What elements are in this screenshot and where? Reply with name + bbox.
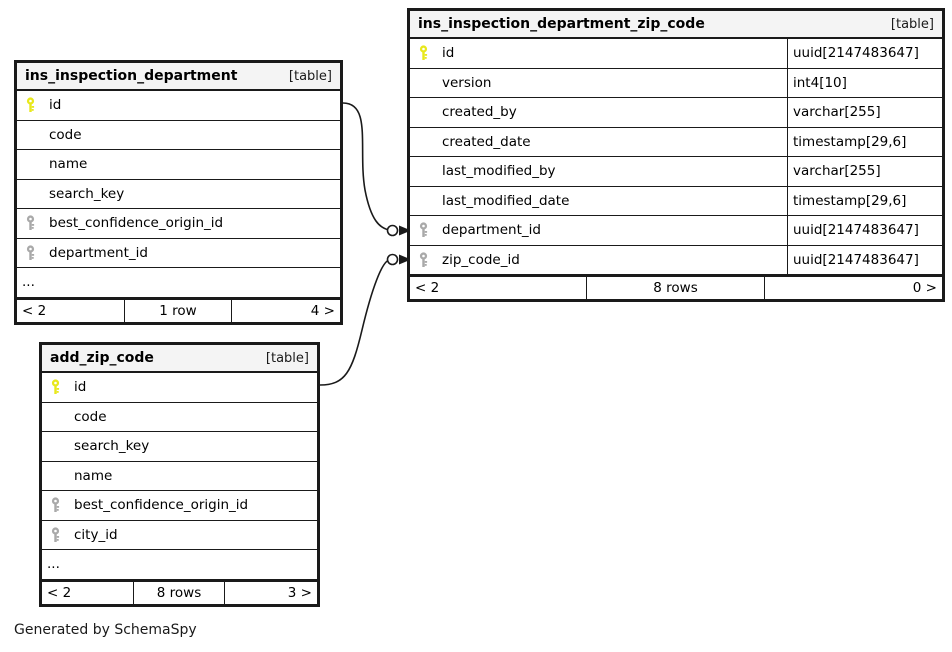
key-icon-primary — [17, 91, 43, 120]
column-name: last_modified_by — [442, 163, 556, 180]
ellipsis-label: ... — [47, 556, 60, 573]
table-title: ins_inspection_department — [25, 68, 238, 84]
table-row[interactable]: last_modified_by varchar[255] — [410, 157, 942, 187]
column-type: varchar[255] — [787, 157, 942, 186]
table-header: ins_inspection_department [table] — [17, 63, 340, 91]
table-row[interactable]: id — [42, 373, 317, 403]
key-icon-foreign — [17, 209, 43, 238]
key-slot-empty — [17, 121, 43, 150]
table-title: ins_inspection_department_zip_code — [418, 16, 705, 32]
key-slot-empty — [42, 432, 68, 461]
column-name: best_confidence_origin_id — [74, 497, 249, 514]
column-name: search_key — [74, 438, 150, 455]
column-name: last_modified_date — [442, 192, 570, 209]
key-icon-foreign — [17, 239, 43, 268]
column-name: best_confidence_origin_id — [49, 215, 224, 232]
column-name: id — [74, 379, 87, 396]
table-row[interactable]: department_id uuid[2147483647] — [410, 216, 942, 246]
column-name: name — [74, 467, 113, 484]
key-slot-empty — [410, 69, 436, 98]
table-row[interactable]: created_date timestamp[29,6] — [410, 127, 942, 157]
table-row[interactable]: last_modified_date timestamp[29,6] — [410, 186, 942, 216]
table-row[interactable]: version int4[10] — [410, 68, 942, 98]
table-row[interactable]: city_id — [42, 521, 317, 550]
key-icon-foreign — [410, 216, 436, 245]
next-page-button[interactable]: 3 > — [287, 584, 312, 601]
key-slot-empty — [42, 462, 68, 491]
prev-page-button[interactable]: < 2 — [17, 299, 125, 322]
table-row[interactable]: department_id — [17, 239, 340, 268]
key-slot-empty — [410, 128, 436, 157]
key-icon-foreign — [42, 521, 68, 550]
table-card-ins-inspection-department-zip-code[interactable]: ins_inspection_department_zip_code [tabl… — [407, 8, 945, 302]
key-icon-foreign — [410, 246, 436, 275]
table-card-ins-inspection-department[interactable]: ins_inspection_department [table] id cod… — [14, 60, 343, 325]
next-page-button[interactable]: 0 > — [912, 280, 937, 296]
more-columns-indicator[interactable]: ... — [42, 550, 317, 580]
row-count-label: 8 rows — [134, 581, 226, 604]
key-slot-empty — [410, 187, 436, 216]
table-row[interactable]: id uuid[2147483647] — [410, 39, 942, 69]
key-slot-empty — [17, 180, 43, 209]
table-row[interactable]: created_by varchar[255] — [410, 98, 942, 128]
table-title: add_zip_code — [50, 350, 154, 366]
column-name: search_key — [49, 185, 125, 202]
row-count-label: 1 row — [125, 299, 233, 322]
key-slot-empty — [410, 98, 436, 127]
column-name: created_date — [442, 133, 531, 150]
table-row[interactable]: code — [17, 121, 340, 150]
key-icon-primary — [410, 39, 436, 68]
prev-page-button[interactable]: < 2 — [410, 277, 588, 299]
column-name: version — [442, 74, 492, 91]
column-name: city_id — [74, 526, 118, 543]
column-type: varchar[255] — [787, 98, 942, 127]
table-header: add_zip_code [table] — [42, 345, 317, 373]
table-footer: < 2 1 row 4 > — [17, 297, 340, 322]
table-row[interactable]: name — [42, 462, 317, 491]
ellipsis-label: ... — [22, 274, 35, 291]
column-name: department_id — [442, 222, 541, 239]
table-row[interactable]: name — [17, 150, 340, 180]
next-page-button[interactable]: 4 > — [310, 302, 335, 319]
table-row[interactable]: best_confidence_origin_id — [17, 209, 340, 239]
column-name: id — [49, 97, 62, 114]
table-type-tag: [table] — [890, 16, 934, 32]
table-row[interactable]: search_key — [42, 432, 317, 462]
table-row[interactable]: search_key — [17, 180, 340, 209]
generated-by-caption: Generated by SchemaSpy — [14, 622, 197, 638]
key-icon-primary — [42, 373, 68, 402]
key-slot-empty — [17, 150, 43, 179]
column-type: uuid[2147483647] — [787, 39, 942, 68]
key-icon-foreign — [42, 491, 68, 520]
column-name: created_by — [442, 104, 517, 121]
column-type: timestamp[29,6] — [787, 186, 942, 215]
row-count-label: 8 rows — [587, 277, 765, 299]
column-type: timestamp[29,6] — [787, 127, 942, 156]
prev-page-button[interactable]: < 2 — [42, 581, 134, 604]
table-footer: < 2 8 rows 3 > — [42, 579, 317, 604]
column-name: id — [442, 45, 455, 62]
table-row[interactable]: id — [17, 91, 340, 121]
table-row[interactable]: best_confidence_origin_id — [42, 491, 317, 521]
key-slot-empty — [410, 157, 436, 186]
table-row[interactable]: code — [42, 403, 317, 432]
table-row[interactable]: zip_code_id uuid[2147483647] — [410, 245, 942, 275]
column-type: uuid[2147483647] — [787, 216, 942, 245]
column-name: name — [49, 156, 88, 173]
table-type-tag: [table] — [288, 68, 332, 84]
column-name: code — [49, 126, 82, 143]
column-name: zip_code_id — [442, 251, 520, 268]
column-type: uuid[2147483647] — [787, 245, 942, 274]
column-name: code — [74, 408, 107, 425]
table-header: ins_inspection_department_zip_code [tabl… — [410, 11, 942, 39]
relationship-department-id — [342, 102, 415, 237]
table-type-tag: [table] — [265, 350, 309, 366]
column-type: int4[10] — [787, 68, 942, 97]
table-footer: < 2 8 rows 0 > — [410, 275, 942, 299]
table-card-add-zip-code[interactable]: add_zip_code [table] id code search_key … — [39, 342, 320, 607]
more-columns-indicator[interactable]: ... — [17, 268, 340, 298]
column-name: department_id — [49, 244, 148, 261]
key-slot-empty — [42, 403, 68, 432]
